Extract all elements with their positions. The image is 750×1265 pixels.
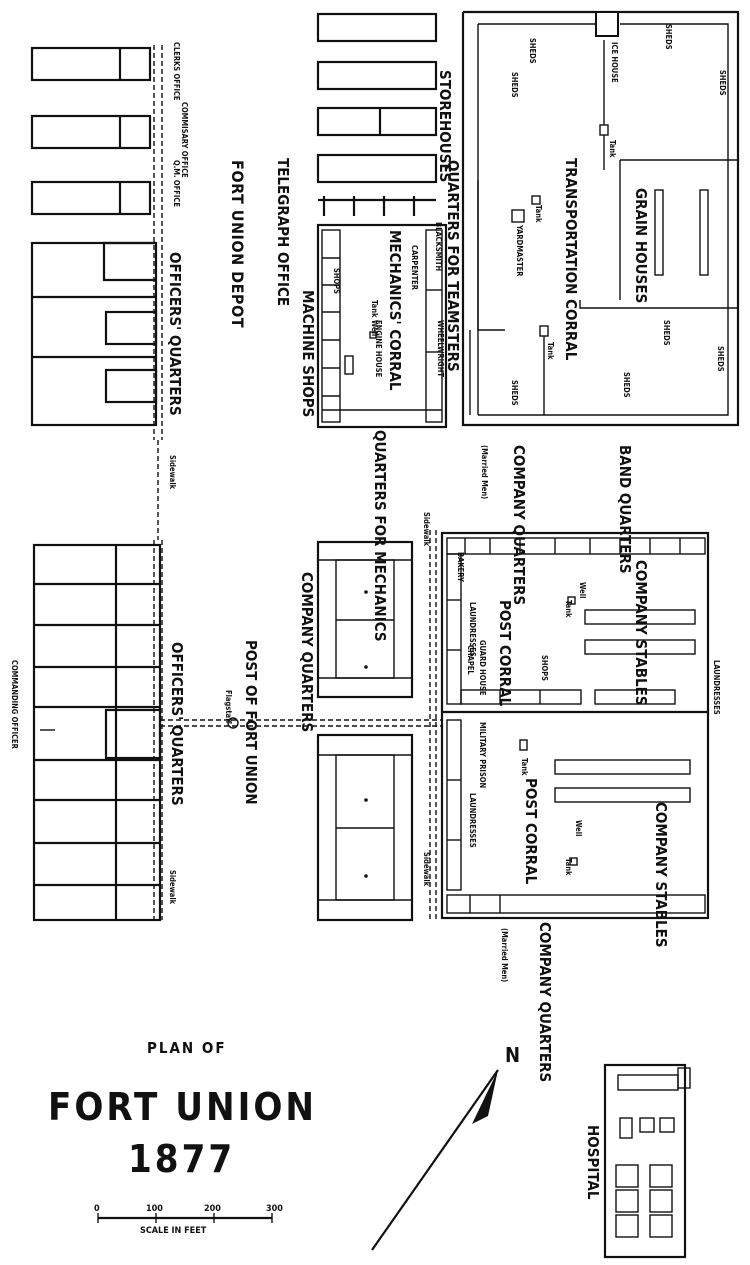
label-sheds-2: SHEDS xyxy=(510,72,519,98)
label-company-quarters-3: COMPANY QUARTERS xyxy=(298,572,316,732)
label-shops-mechanics: SHOPS xyxy=(332,268,341,294)
label-engine-house: ENGINE HOUSE xyxy=(374,320,383,378)
label-company-quarters-1: COMPANY QUARTERS xyxy=(510,445,528,605)
label-post-of-fort-union: POST OF FORT UNION xyxy=(242,640,260,805)
label-chapel: CHAPEL xyxy=(466,645,475,675)
hospital-building xyxy=(603,1063,691,1259)
label-carpenter: CARPENTER xyxy=(410,245,419,291)
label-tank-4: Tank xyxy=(564,600,573,618)
label-bakery: BAKERY xyxy=(456,552,465,582)
label-grain-houses: GRAIN HOUSES xyxy=(632,188,650,303)
scale-bar: 0 100 200 300 SCALE IN FEET xyxy=(94,1204,283,1236)
scale-tick-300: 300 xyxy=(266,1204,283,1214)
label-commissary-office: COMMISARY OFFICE xyxy=(180,102,189,178)
label-clerks-office: CLERKS OFFICE xyxy=(172,42,181,101)
label-sheds-4: SHEDS xyxy=(718,70,727,96)
label-sheds-3: SHEDS xyxy=(664,24,673,50)
label-post-corral-2: POST CORRAL xyxy=(522,778,540,885)
label-band-quarters: BAND QUARTERS xyxy=(616,445,634,574)
label-married-men-1: (Married Men) xyxy=(480,445,489,499)
depot-sidewalk xyxy=(153,45,163,540)
depot-officers-quarters xyxy=(30,241,158,427)
label-hospital: HOSPITAL xyxy=(584,1125,602,1200)
label-post-officers-quarters: OFFICERS' QUARTERS xyxy=(168,642,186,806)
label-quarters-for-mechanics: QUARTERS FOR MECHANICS xyxy=(371,430,389,642)
label-company-stables-2: COMPANY STABLES xyxy=(652,802,670,948)
mechanics-corral xyxy=(316,223,448,429)
label-tank-2: Tank xyxy=(534,205,543,223)
label-flagstaff: Flagstaff xyxy=(224,690,233,724)
label-sheds-7: SHEDS xyxy=(622,372,631,398)
label-guard-house: GUARD HOUSE xyxy=(478,640,487,696)
label-tank-1: Tank xyxy=(608,140,617,158)
rotated-labels: FORT UNION DEPOT CLERKS OFFICE COMMISARY… xyxy=(10,24,727,1200)
label-telegraph-office: TELEGRAPH OFFICE xyxy=(274,158,292,306)
label-tank-6: Tank xyxy=(564,858,573,876)
post-officers-quarters xyxy=(32,543,162,922)
label-sheds-8: SHEDS xyxy=(510,380,519,406)
label-blacksmith: BLACKSMITH xyxy=(434,222,443,272)
label-tank-well: Tank Well xyxy=(370,300,379,336)
label-wheelwright: WHEELWRIGHT xyxy=(436,320,445,377)
label-quarters-for-teamsters: QUARTERS FOR TEAMSTERS xyxy=(444,160,462,372)
company-quarters-blocks xyxy=(316,540,414,922)
label-military-prison: MILITARY PRISON xyxy=(478,722,487,789)
label-tank-5: Tank xyxy=(520,758,529,776)
title-plan-of: PLAN OF xyxy=(147,1039,227,1057)
label-yardmaster: YARDMASTER xyxy=(515,224,524,277)
label-well-1: Well xyxy=(578,582,587,598)
transportation-corral xyxy=(461,10,740,427)
north-arrow: N xyxy=(371,1043,520,1251)
storehouses xyxy=(316,12,438,216)
label-sidewalk-post-3: Sidewalk xyxy=(168,870,177,905)
label-laundresses-3: LAUNDRESSES xyxy=(468,793,477,848)
label-sidewalk-post-1: Sidewalk xyxy=(422,512,431,547)
title-year: 1877 xyxy=(128,1137,235,1181)
label-fort-union-depot: FORT UNION DEPOT xyxy=(228,160,247,328)
label-transportation-corral: TRANSPORTATION CORRAL xyxy=(562,158,580,361)
label-qm-office: Q.M. OFFICE xyxy=(172,160,181,207)
label-married-men-2: (Married Men) xyxy=(500,928,509,982)
post-corral-complex xyxy=(440,531,710,920)
label-laundresses-2: LAUNDRESSES xyxy=(712,660,721,715)
label-company-quarters-2: COMPANY QUARTERS xyxy=(536,922,554,1082)
label-sheds-5: SHEDS xyxy=(662,320,671,346)
label-machine-shops: MACHINE SHOPS xyxy=(299,290,317,417)
north-label: N xyxy=(505,1043,520,1067)
label-mechanics-corral: MECHANICS' CORRAL xyxy=(386,230,404,391)
label-shops-post: SHOPS xyxy=(540,655,549,681)
depot-offices xyxy=(30,46,152,216)
label-well-2: Well xyxy=(574,820,583,836)
label-storehouses: STOREHOUSES xyxy=(436,70,454,182)
post-sidewalks xyxy=(153,530,442,920)
label-sheds-1: SHEDS xyxy=(528,38,537,64)
scale-label: SCALE IN FEET xyxy=(140,1226,207,1236)
scale-tick-200: 200 xyxy=(204,1204,221,1214)
title-fort-union: FORT UNION xyxy=(48,1085,317,1129)
label-ice-house: ICE HOUSE xyxy=(610,42,619,83)
label-post-corral-1: POST CORRAL xyxy=(496,600,514,707)
label-laundresses-1: LAUNDRESSES xyxy=(468,602,477,657)
label-tank-3: Tank xyxy=(546,342,555,360)
label-depot-officers-quarters: OFFICERS' QUARTERS xyxy=(166,252,184,416)
label-sidewalk-post-2: Sidewalk xyxy=(422,852,431,887)
label-commanding-officer: COMMANDING OFFICER xyxy=(10,660,19,750)
label-sidewalk-depot: Sidewalk xyxy=(168,455,177,490)
scale-tick-100: 100 xyxy=(146,1204,163,1214)
label-company-stables-1: COMPANY STABLES xyxy=(632,560,650,706)
label-sheds-6: SHEDS xyxy=(716,346,725,372)
scale-tick-0: 0 xyxy=(94,1204,100,1214)
